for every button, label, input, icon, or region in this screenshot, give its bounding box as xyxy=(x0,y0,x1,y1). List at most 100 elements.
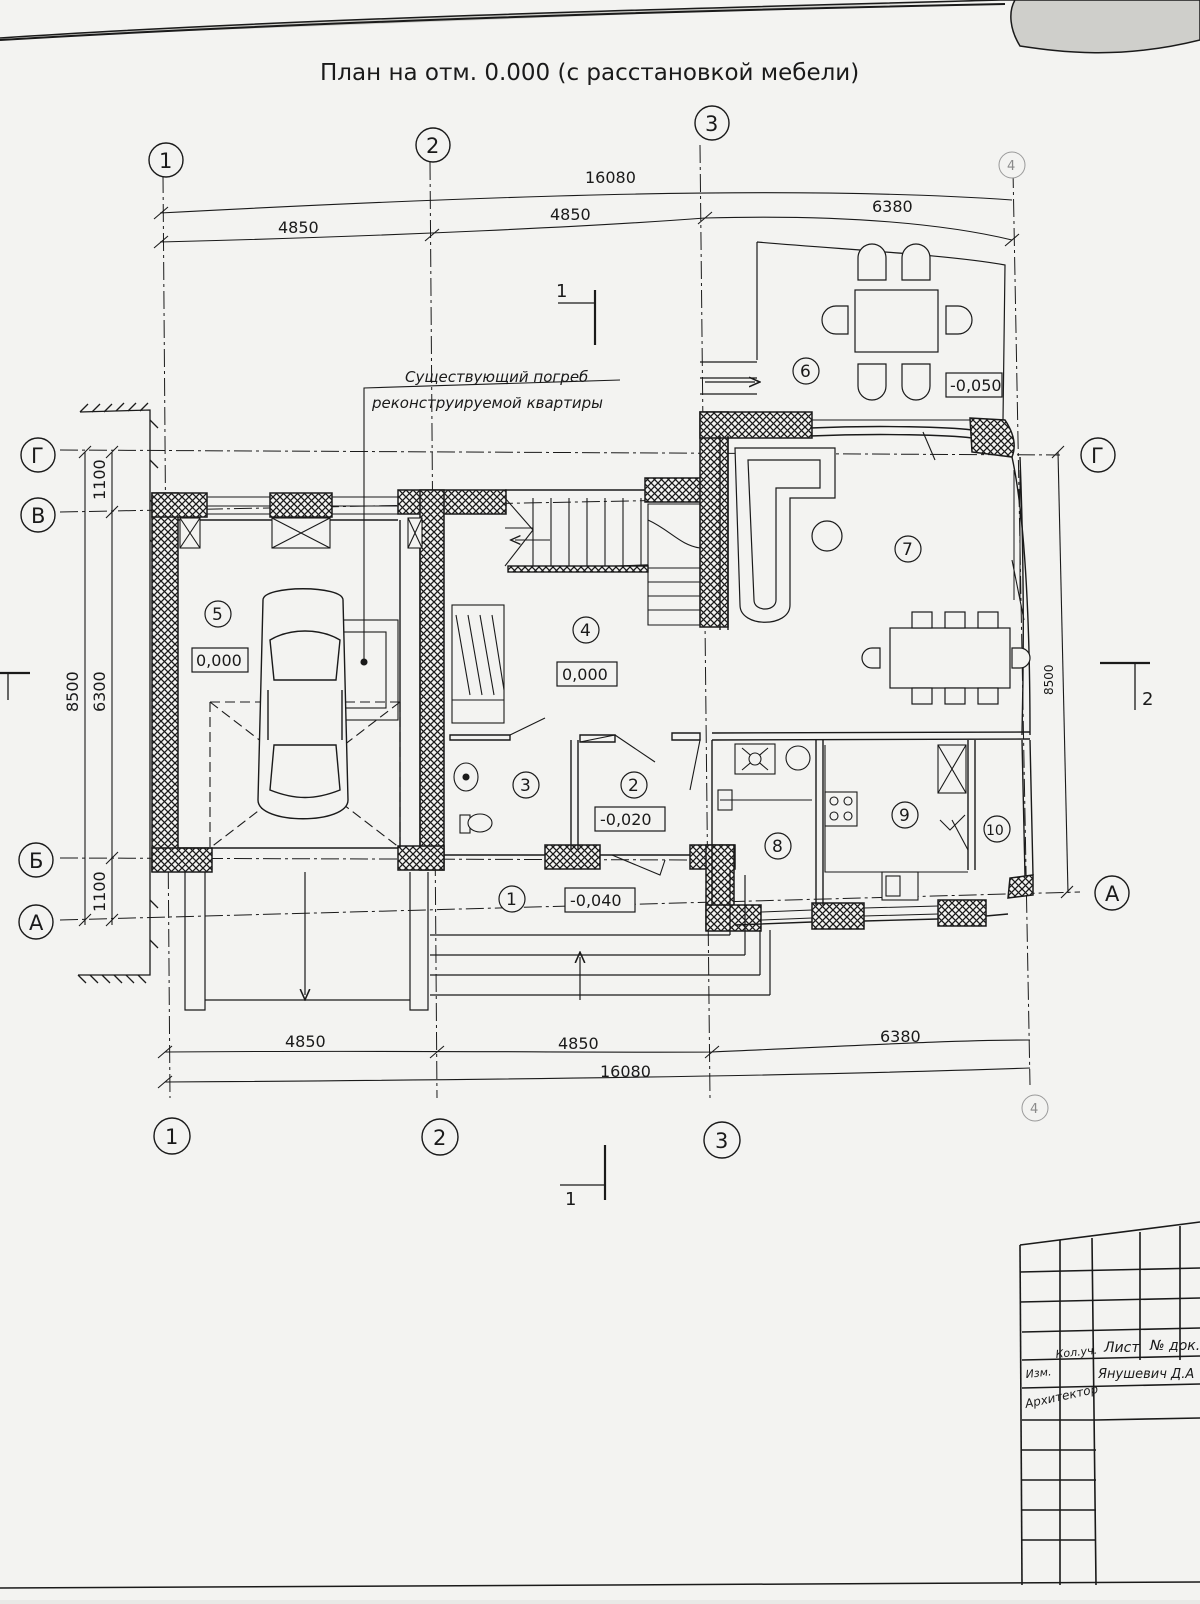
svg-text:2: 2 xyxy=(433,1126,446,1150)
dim-top-seg-1: 4850 xyxy=(278,218,319,237)
svg-text:Г: Г xyxy=(31,444,44,468)
section-marker-1-bottom xyxy=(560,1145,607,1200)
svg-text:4: 4 xyxy=(1007,159,1015,174)
paper-edge xyxy=(0,0,1200,54)
dim-left-bottom: 1100 xyxy=(90,871,109,912)
svg-text:1: 1 xyxy=(506,890,517,910)
dimension-lines xyxy=(78,192,1074,1089)
room-label-8: 8 xyxy=(764,832,792,860)
staircase xyxy=(504,497,701,626)
section-label-1-bottom: 1 xyxy=(565,1189,576,1210)
bathroom-fixtures xyxy=(453,762,493,834)
dim-bottom-seg-2: 4850 xyxy=(558,1034,599,1053)
svg-text:А: А xyxy=(29,911,44,935)
dim-bottom-seg-3: 6380 xyxy=(880,1027,921,1046)
svg-text:1: 1 xyxy=(165,1125,178,1149)
tb-name: Янушевич Д.А xyxy=(1097,1367,1194,1382)
svg-text:2: 2 xyxy=(628,776,639,796)
dim-top-seg-3: 6380 xyxy=(872,197,913,216)
room-label-3: 3 xyxy=(512,771,540,799)
sheet-frame-top xyxy=(0,3,1006,41)
svg-text:1: 1 xyxy=(159,149,172,173)
svg-text:9: 9 xyxy=(899,806,910,826)
svg-text:3: 3 xyxy=(715,1129,728,1153)
axis-bubble-4-top: 4 xyxy=(998,151,1026,179)
room-label-4: 4 0,000 xyxy=(556,616,618,687)
title-block xyxy=(1019,1221,1200,1586)
tb-list: Лист xyxy=(1103,1340,1140,1356)
svg-text:6: 6 xyxy=(800,362,811,382)
svg-text:0,000: 0,000 xyxy=(196,651,242,670)
svg-text:-0,020: -0,020 xyxy=(600,810,652,829)
axis-bubble-top-1: 1 xyxy=(148,142,184,178)
tb-doc: № док. xyxy=(1149,1338,1200,1354)
hall-wardrobe xyxy=(451,604,505,724)
svg-text:8: 8 xyxy=(772,837,783,857)
svg-text:7: 7 xyxy=(902,540,913,560)
section-marker-left xyxy=(0,671,30,700)
kitchen-fixtures xyxy=(717,743,968,901)
svg-text:4: 4 xyxy=(580,621,591,641)
section-marker-1-top xyxy=(558,290,597,345)
windows xyxy=(207,419,1021,921)
axis-bubble-left-a: А xyxy=(18,904,54,940)
axis-bubble-left-b: Б xyxy=(18,842,54,878)
section-marker-2 xyxy=(1100,661,1150,710)
room-label-7: 7 xyxy=(894,535,922,563)
tb-kol-uch: Кол.уч. xyxy=(1055,1344,1098,1361)
section-label-2: 2 xyxy=(1142,689,1153,710)
dim-right-total: 8500 xyxy=(1042,664,1056,695)
dim-left-total: 8500 xyxy=(63,671,82,712)
svg-text:5: 5 xyxy=(212,605,223,625)
room-label-1: 1 -0,040 xyxy=(498,885,636,913)
dim-top-total: 16080 xyxy=(585,168,636,187)
axis-bubble-right-g: Г xyxy=(1080,437,1116,473)
annotation-line-2: реконструируемой квартиры xyxy=(371,394,603,412)
section-label-1-top: 1 xyxy=(556,281,567,302)
dim-left-mid: 6300 xyxy=(90,671,109,712)
svg-text:Б: Б xyxy=(29,849,43,873)
svg-text:-0,050: -0,050 xyxy=(950,376,1002,395)
axis-bubble-top-2: 2 xyxy=(415,127,451,163)
axis-bubble-left-g: Г xyxy=(20,437,56,473)
axis-bubble-bottom-1: 1 xyxy=(153,1117,191,1155)
room-label-6: 6 -0,050 xyxy=(792,357,1003,398)
sheet-frame-bottom xyxy=(0,1581,1200,1589)
svg-text:4: 4 xyxy=(1030,1102,1038,1117)
svg-text:2: 2 xyxy=(426,134,439,158)
porch-steps xyxy=(184,870,771,1011)
dim-bottom-seg-1: 4850 xyxy=(285,1032,326,1051)
svg-text:0,000: 0,000 xyxy=(562,665,608,684)
svg-text:3: 3 xyxy=(705,112,718,136)
svg-text:В: В xyxy=(31,504,45,528)
axis-bubble-bottom-3: 3 xyxy=(703,1121,741,1159)
annotation-line-1: Существующий погреб xyxy=(405,368,588,386)
room-label-9: 9 xyxy=(891,801,919,829)
garage-cabinets xyxy=(179,517,423,549)
svg-text:3: 3 xyxy=(520,776,531,796)
axis-bubble-top-3: 3 xyxy=(694,105,730,141)
room-label-5: 5 0,000 xyxy=(191,600,249,673)
dim-left-top: 1100 xyxy=(90,459,109,500)
axis-bubble-right-a: А xyxy=(1094,875,1130,911)
axis-bubble-bottom-2: 2 xyxy=(421,1118,459,1156)
svg-text:Г: Г xyxy=(1091,444,1104,468)
terrace-dining-set xyxy=(821,243,973,401)
svg-text:-0,040: -0,040 xyxy=(570,891,622,910)
car-icon xyxy=(257,588,349,820)
room-label-2: 2 -0,020 xyxy=(594,771,666,832)
tb-izm: Изм. xyxy=(1025,1365,1052,1381)
living-dining-set xyxy=(861,611,1031,705)
axis-bubble-4-bottom: 4 xyxy=(1021,1094,1049,1122)
dim-top-seg-2: 4850 xyxy=(550,205,591,224)
svg-text:А: А xyxy=(1105,882,1120,906)
living-sofa xyxy=(734,447,843,623)
interior-walls xyxy=(178,425,1034,926)
doors xyxy=(509,431,1025,876)
axis-bubble-left-v: В xyxy=(20,497,56,533)
room-label-10: 10 xyxy=(983,815,1011,843)
svg-text:10: 10 xyxy=(986,823,1004,839)
